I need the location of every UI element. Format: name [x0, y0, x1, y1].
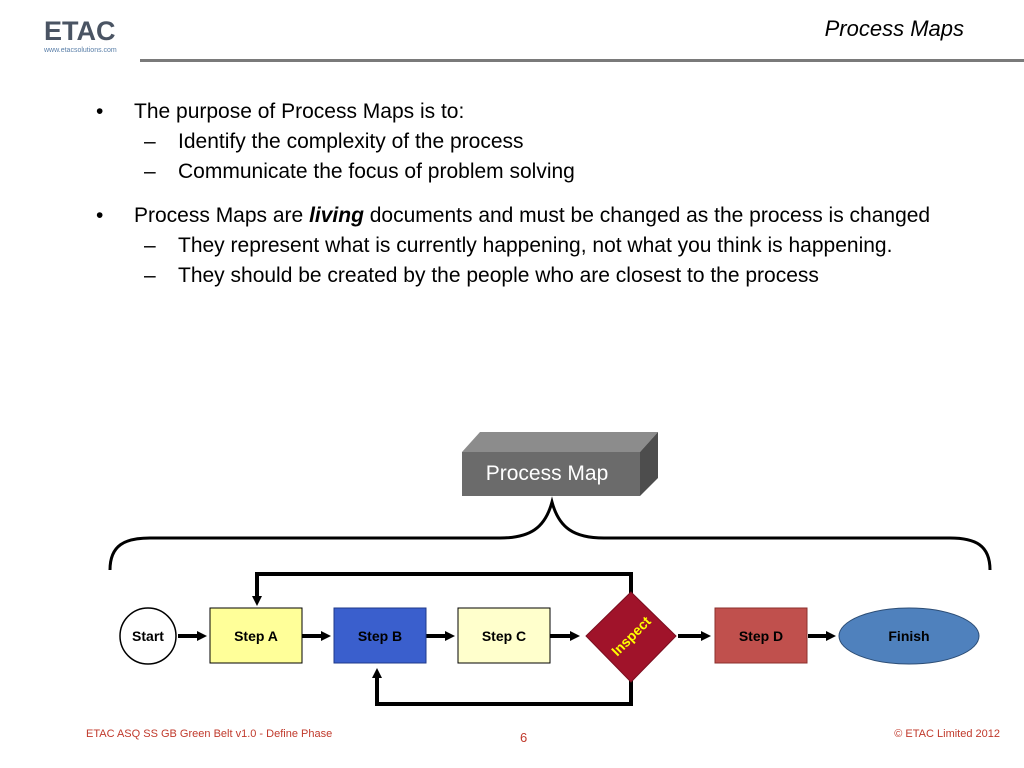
sub-bullet-created-by: – They should be created by the people w…: [96, 261, 996, 291]
sub-bullet-text: Identify the complexity of the process: [178, 130, 524, 153]
box-front: [462, 452, 640, 496]
node-step-b-label: Step B: [358, 628, 402, 644]
process-map-label: Process Map: [486, 462, 609, 485]
bullet-living: Process Maps are living documents and mu…: [96, 201, 996, 231]
node-finish: Finish: [838, 607, 980, 665]
node-step-c: Step C: [457, 607, 551, 664]
sub-bullet-focus: – Communicate the focus of problem solvi…: [96, 157, 996, 187]
bullet-text-post: documents and must be changed as the pro…: [363, 204, 931, 227]
emphasis-living: living: [309, 204, 364, 227]
process-map-diagram: Process Map Start Step A Step B Step C I…: [108, 432, 992, 706]
bullet-text-pre: Process Maps are: [134, 204, 310, 227]
curly-brace: [108, 496, 992, 571]
node-step-a: Step A: [209, 607, 303, 664]
sub-bullet-text: They should be created by the people who…: [178, 264, 819, 287]
sub-bullet-represent: – They represent what is currently happe…: [96, 231, 996, 261]
process-map-box: Process Map: [462, 432, 658, 496]
node-step-b: Step B: [333, 607, 427, 664]
bullet-list: The purpose of Process Maps is to: – Ide…: [96, 97, 996, 291]
node-finish-label: Finish: [888, 628, 929, 644]
node-step-c-label: Step C: [482, 628, 526, 644]
sub-bullet-text: Communicate the focus of problem solving: [178, 160, 575, 183]
bullet-purpose: The purpose of Process Maps is to:: [96, 97, 996, 127]
node-start-label: Start: [132, 628, 164, 644]
rework-loop-top: [252, 572, 633, 616]
etac-logo: ETAC www.etacsolutions.com: [44, 16, 134, 58]
dash-marker: –: [144, 130, 156, 153]
footer-copyright: © ETAC Limited 2012: [894, 728, 1000, 740]
title-divider: [140, 59, 1024, 62]
node-step-d-label: Step D: [739, 628, 783, 644]
sub-bullet-text: They represent what is currently happeni…: [178, 234, 893, 257]
page-number: 6: [520, 730, 528, 745]
node-start: Start: [119, 607, 177, 665]
footer-course-label: ETAC ASQ SS GB Green Belt v1.0 - Define …: [86, 728, 333, 740]
logo-url: www.etacsolutions.com: [44, 47, 117, 54]
rework-loop-bottom: [372, 668, 633, 706]
node-step-d: Step D: [714, 607, 808, 664]
sub-bullet-complexity: – Identify the complexity of the process: [96, 127, 996, 157]
page-title: Process Maps: [824, 16, 964, 41]
dash-marker: –: [144, 264, 156, 287]
node-step-a-label: Step A: [234, 628, 278, 644]
node-inspect: Inspect: [585, 591, 677, 683]
dash-marker: –: [144, 160, 156, 183]
logo-wordmark: ETAC: [44, 16, 116, 46]
dash-marker: –: [144, 234, 156, 257]
logo-text: ETAC: [44, 16, 116, 46]
